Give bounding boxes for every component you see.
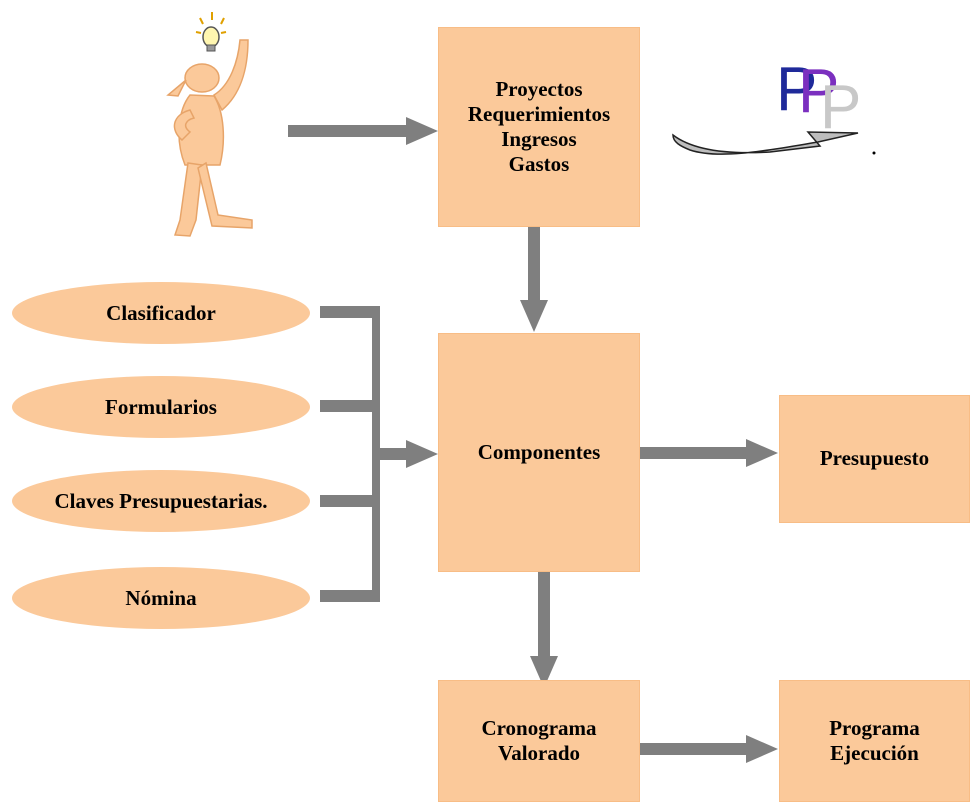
thinking-person-lightbulb-icon [166, 12, 253, 237]
projects-label: Proyectos [495, 76, 583, 101]
components-box: Componentes [438, 333, 640, 572]
input-oval-claves: Claves Presupuestarias. [12, 470, 310, 532]
budget-box: Presupuesto [779, 395, 970, 523]
projects-box: Proyectos Requerimientos Ingresos Gastos [438, 27, 640, 227]
svg-text:P: P [820, 73, 861, 142]
budget-label: Presupuesto [819, 446, 930, 471]
svg-text:P: P [798, 57, 839, 126]
input-oval-clasificador: Clasificador [12, 282, 310, 344]
input-oval-formularios: Formularios [12, 376, 310, 438]
program-box: Programa Ejecución [779, 680, 970, 802]
ppp-logo-icon: P P P [672, 55, 876, 155]
input-label: Clasificador [106, 300, 216, 325]
schedule-label-line1: Cronograma [481, 715, 597, 740]
schedule-label-line2: Valorado [497, 741, 581, 765]
input-label: Nómina [125, 585, 197, 610]
income-label: Ingresos [501, 127, 577, 151]
input-label: Formularios [105, 394, 217, 419]
requirements-label: Requerimientos [467, 101, 611, 126]
program-label-line1: Programa [829, 715, 920, 740]
schedule-box: Cronograma Valorado [438, 680, 640, 802]
svg-text:P: P [776, 55, 817, 124]
expenses-label: Gastos [508, 152, 570, 177]
input-oval-nomina: Nómina [12, 567, 310, 629]
input-label: Claves Presupuestarias. [54, 488, 268, 513]
program-label-line2: Ejecución [830, 741, 919, 765]
components-label: Componentes [477, 439, 601, 464]
